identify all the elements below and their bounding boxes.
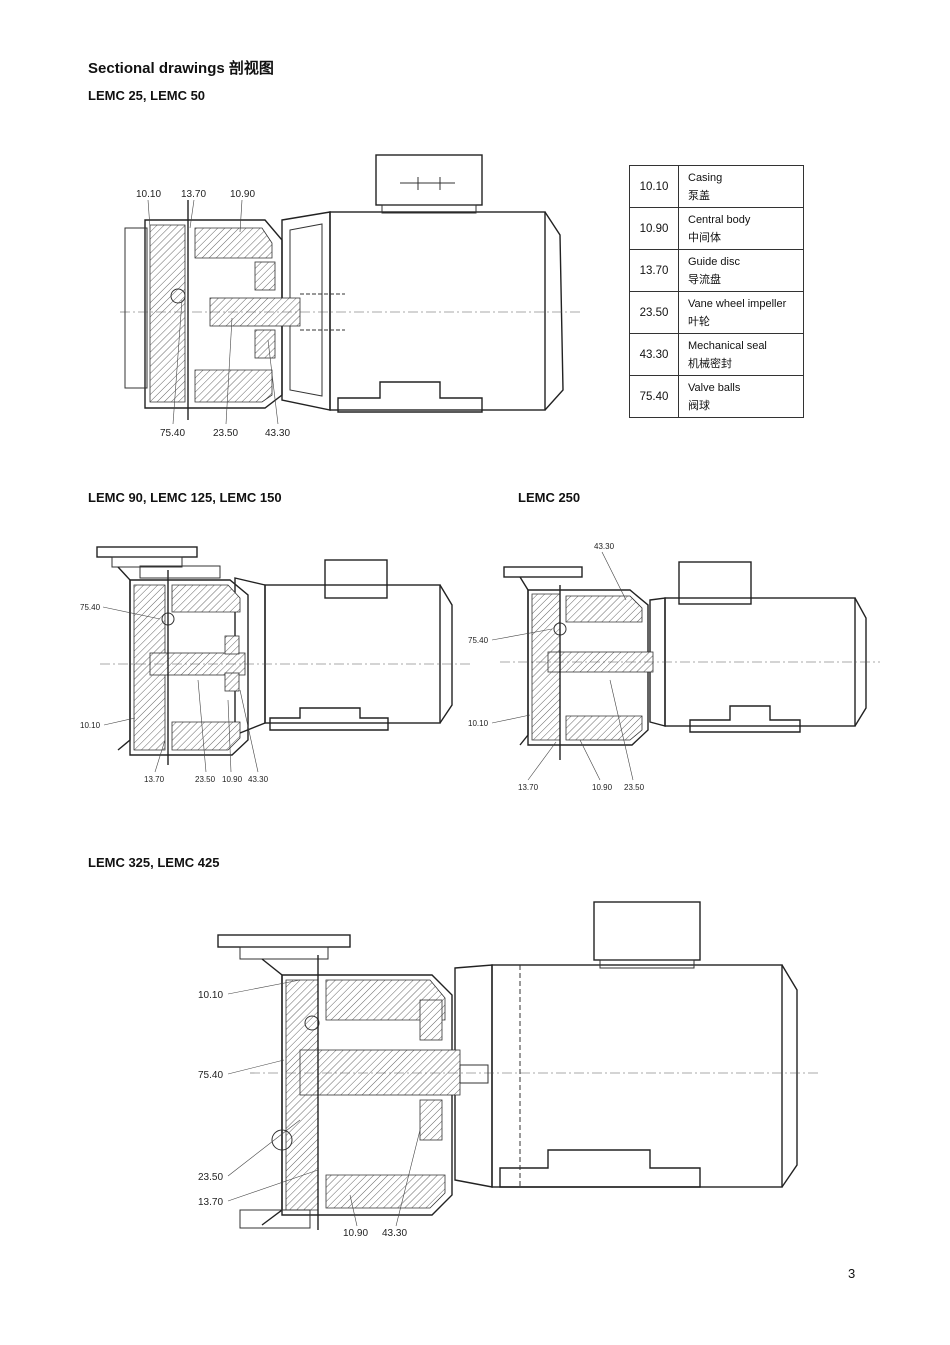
part-name-zh: 泵盖 — [688, 189, 710, 202]
section-heading-lemc-25-50: LEMC 25, LEMC 50 — [88, 88, 206, 103]
part-description: Mechanical seal 机械密封 — [678, 333, 804, 376]
part-number: 23.50 — [629, 291, 679, 334]
part-name-en: Casing — [688, 171, 723, 184]
section-heading-lemc-325-425: LEMC 325, LEMC 425 — [88, 855, 220, 870]
label-10-10: 10.10 — [198, 990, 223, 1001]
part-name-en: Guide disc — [688, 255, 740, 268]
part-name-zh: 导流盘 — [688, 273, 721, 286]
label-13-70: 13.70 — [144, 775, 165, 784]
label-23-50: 23.50 — [198, 1172, 223, 1183]
part-name-zh: 叶轮 — [688, 315, 710, 328]
part-name-zh: 机械密封 — [688, 357, 732, 370]
table-row: 10.90 Central body 中间体 — [629, 207, 804, 250]
label-10-90: 10.90 — [222, 775, 243, 784]
part-description: Valve balls 阀球 — [678, 375, 804, 418]
label-75-40: 75.40 — [198, 1070, 223, 1081]
label-23-50: 23.50 — [624, 783, 645, 792]
part-name-en: Central body — [688, 213, 751, 226]
part-number: 10.90 — [629, 207, 679, 250]
section-heading-lemc-250: LEMC 250 — [518, 490, 581, 505]
part-description: Guide disc 导流盘 — [678, 249, 804, 292]
label-10-90: 10.90 — [343, 1228, 368, 1239]
label-23-50: 23.50 — [195, 775, 216, 784]
label-10-10: 10.10 — [136, 189, 161, 200]
part-number: 75.40 — [629, 375, 679, 418]
label-10-10: 10.10 — [468, 719, 489, 728]
label-23-50: 23.50 — [213, 428, 238, 439]
section-heading-lemc-90-125-150: LEMC 90, LEMC 125, LEMC 150 — [88, 490, 282, 505]
label-75-40: 75.40 — [468, 636, 489, 645]
table-row: 23.50 Vane wheel impeller 叶轮 — [629, 291, 804, 334]
part-name-zh: 中间体 — [688, 231, 721, 244]
part-description: Vane wheel impeller 叶轮 — [678, 291, 804, 334]
part-name-en: Vane wheel impeller — [688, 297, 787, 310]
label-10-90: 10.90 — [230, 189, 255, 200]
table-row: 75.40 Valve balls 阀球 — [629, 375, 804, 418]
label-13-70: 13.70 — [181, 189, 206, 200]
page-title: Sectional drawings 剖视图 — [88, 60, 274, 77]
label-43-30: 43.30 — [248, 775, 269, 784]
part-name-en: Mechanical seal — [688, 339, 767, 352]
part-description: Casing 泵盖 — [678, 165, 804, 208]
label-10-90: 10.90 — [592, 783, 613, 792]
label-43-30: 43.30 — [382, 1228, 407, 1239]
label-13-70: 13.70 — [198, 1197, 223, 1208]
part-name-en: Valve balls — [688, 381, 741, 394]
label-75-40: 75.40 — [160, 428, 185, 439]
part-description: Central body 中间体 — [678, 207, 804, 250]
label-75-40: 75.40 — [80, 603, 101, 612]
label-10-10: 10.10 — [80, 721, 101, 730]
page-number: 3 — [848, 1266, 856, 1281]
label-43-30: 43.30 — [265, 428, 290, 439]
part-name-zh: 阀球 — [688, 399, 710, 412]
label-13-70: 13.70 — [518, 783, 539, 792]
label-43-30: 43.30 — [594, 542, 615, 551]
